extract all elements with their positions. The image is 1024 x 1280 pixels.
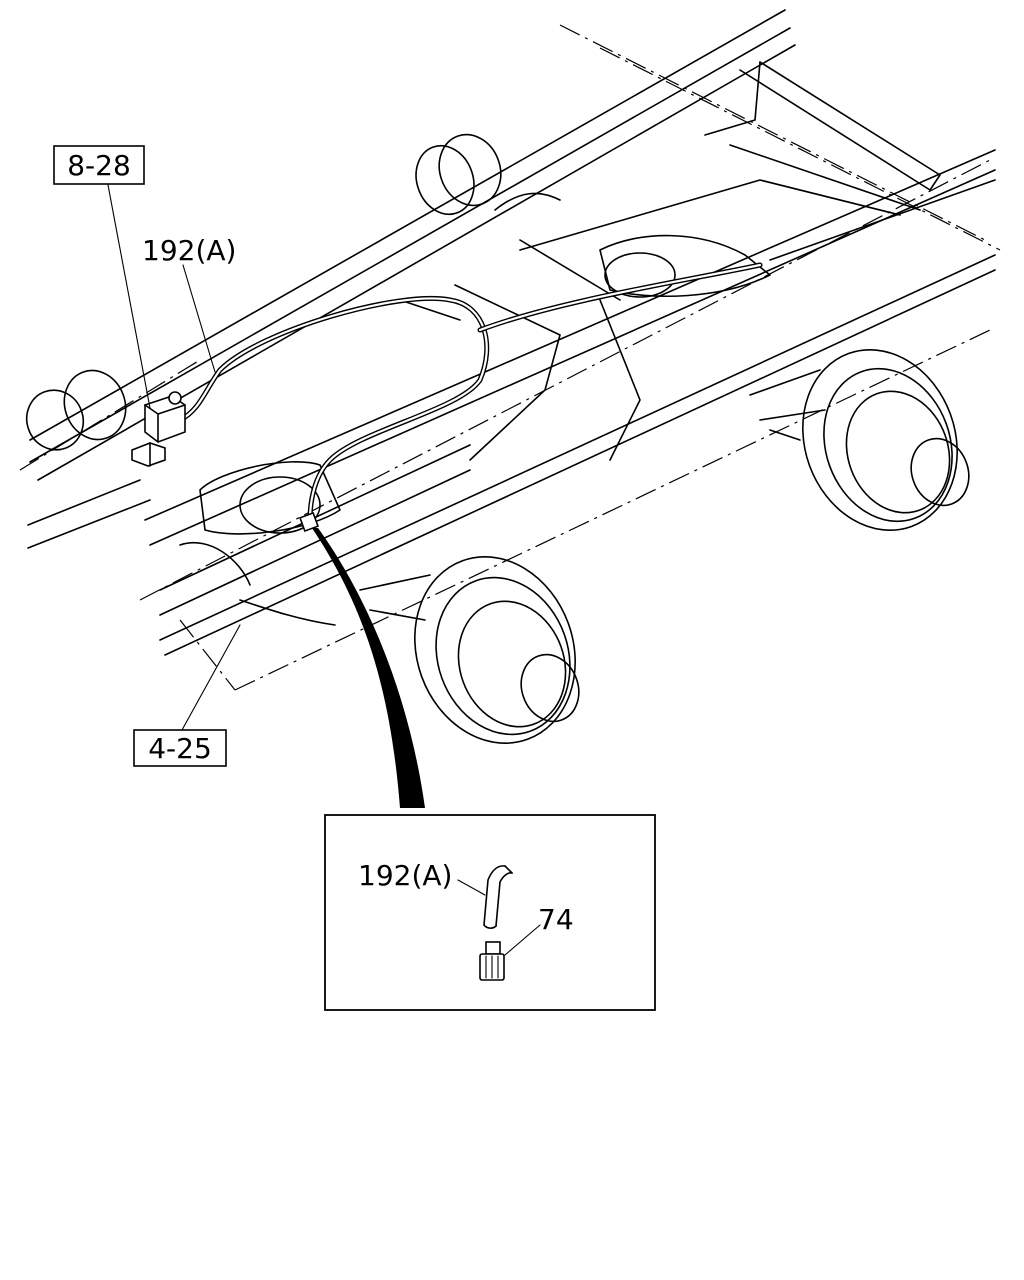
pipe-connector xyxy=(299,512,319,532)
solenoid-valve xyxy=(131,391,186,467)
ref-label-bottom: 4-25 xyxy=(148,732,212,765)
leader-lines xyxy=(107,184,241,731)
callout-8-28: 8-28 xyxy=(53,145,145,185)
plug-74 xyxy=(479,941,505,981)
ref-label-top: 8-28 xyxy=(67,149,131,182)
rear-axle-hub-right xyxy=(749,349,970,531)
detail-box: 192(A) 74 xyxy=(324,814,656,1011)
differential xyxy=(179,234,771,626)
plug-label-detail: 74 xyxy=(538,903,574,936)
chassis-frame xyxy=(19,9,1001,691)
detail-pointer xyxy=(312,528,425,808)
pipe-label-main: 192(A) xyxy=(142,234,236,267)
left-hubs xyxy=(25,133,561,451)
callout-4-25: 4-25 xyxy=(133,729,227,767)
air-pipe-192a xyxy=(177,262,763,523)
pipe-label-detail: 192(A) xyxy=(358,859,452,892)
rear-axle-hub-front xyxy=(359,556,580,744)
